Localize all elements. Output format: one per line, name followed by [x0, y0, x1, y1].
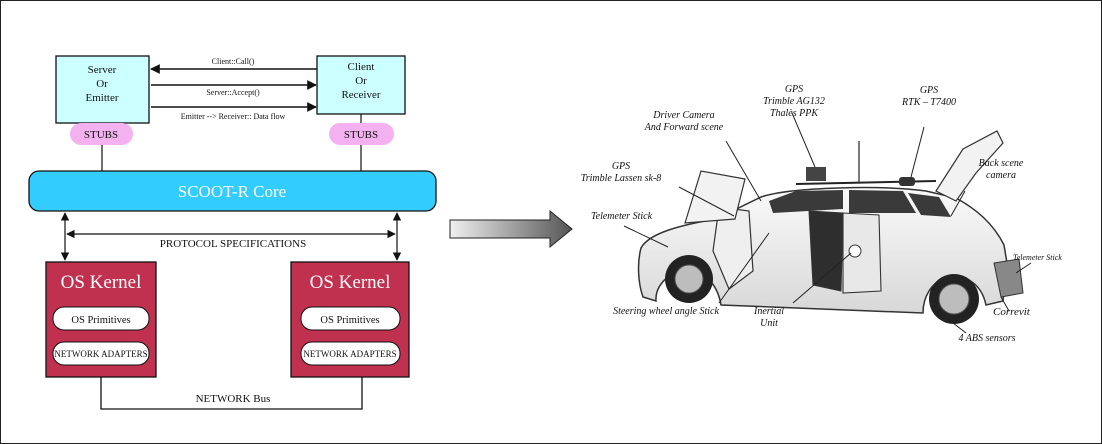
server-label-line: Emitter: [86, 92, 119, 104]
steering-label: Steering wheel angle Stick: [613, 306, 719, 317]
gps-ag132-antenna: [806, 167, 826, 181]
os-kernel-right: OS Kernel OS Primitives NETWORK ADAPTERS: [290, 261, 410, 378]
gps-ag132-label: GPS: [785, 84, 803, 95]
network-bus-label: NETWORK Bus: [196, 393, 271, 405]
call-arrow-label: Client::Call(): [212, 57, 255, 66]
callout-lines: [623, 112, 1032, 334]
gps-rtk-label: RTK – T7400: [901, 97, 956, 108]
server-label-line: Or: [96, 78, 108, 90]
server-label-line: Server: [88, 64, 117, 76]
front-wheel: [665, 255, 713, 303]
correvit-sensor: [993, 258, 1024, 298]
gps-lassen-label: Trimble Lassen sk-8: [581, 173, 662, 184]
client-label-line: Client: [348, 61, 375, 73]
architecture-diagram: Server Or Emitter Client Or Receiver Cli…: [28, 55, 437, 410]
correvit-label: Correvit: [993, 306, 1031, 318]
gps-lassen-label: GPS: [612, 161, 630, 172]
client-label-line: Receiver: [341, 89, 380, 101]
kernel-right-primitives: OS Primitives: [320, 315, 379, 326]
open-front-door: [712, 206, 754, 290]
kernel-right-title: OS Kernel: [310, 272, 391, 293]
instrumented-vehicle: GPS Trimble AG132 Thalès PPK GPS RTK – T…: [581, 84, 1063, 344]
core-label: SCOOT-R Core: [178, 182, 286, 201]
open-hood: [684, 170, 746, 224]
transition-arrow: [449, 209, 573, 249]
driver-camera-label: And Forward scene: [644, 122, 724, 133]
inertial-label: Inertial: [753, 306, 784, 317]
telemeter-rear-label: Telemeter Stick: [1013, 253, 1062, 262]
client-receiver-box: Client Or Receiver: [316, 55, 406, 115]
back-camera-label: Back scene: [979, 158, 1024, 169]
stubs-left: STUBS: [70, 123, 133, 145]
scoot-r-core: SCOOT-R Core: [28, 170, 437, 212]
cabin-interior: [808, 210, 844, 292]
data-flow-arrow-label: Emitter --> Receiver:: Data flow: [181, 112, 286, 121]
abs-label: 4 ABS sensors: [958, 333, 1015, 344]
open-tailgate: [935, 130, 1004, 202]
gps-rtk-antenna: [899, 177, 915, 186]
window-front: [769, 190, 843, 213]
stubs-left-label: STUBS: [84, 129, 118, 141]
kernel-left-adapters: NETWORK ADAPTERS: [54, 349, 147, 359]
telemeter-front-label: Telemeter Stick: [591, 211, 653, 222]
kernel-left-primitives: OS Primitives: [71, 315, 130, 326]
open-rear-door: [842, 212, 882, 294]
inertial-unit: [848, 244, 862, 258]
driver-camera-label: Driver Camera: [652, 110, 714, 121]
gps-ag132-label: Trimble AG132: [763, 96, 825, 107]
kernel-left-title: OS Kernel: [61, 272, 142, 293]
inertial-label: Unit: [760, 318, 778, 329]
os-kernel-left: OS Kernel OS Primitives NETWORK ADAPTERS: [45, 261, 157, 378]
server-emitter-box: Server Or Emitter: [55, 55, 150, 124]
protocol-label: PROTOCOL SPECIFICATIONS: [160, 238, 306, 250]
window-rear: [908, 193, 951, 217]
rear-wheel: [929, 274, 979, 324]
kernel-right-adapters: NETWORK ADAPTERS: [303, 349, 396, 359]
gps-rtk-label: GPS: [920, 85, 938, 96]
accept-arrow-label: Server::Accept(): [206, 88, 260, 97]
stubs-right-label: STUBS: [344, 129, 378, 141]
network-bus-line: [100, 377, 363, 410]
back-camera-label: camera: [986, 170, 1016, 181]
gps-ag132-label: Thalès PPK: [770, 108, 819, 119]
client-label-line: Or: [355, 75, 367, 87]
stubs-right: STUBS: [329, 123, 394, 145]
window-middle: [849, 190, 916, 213]
